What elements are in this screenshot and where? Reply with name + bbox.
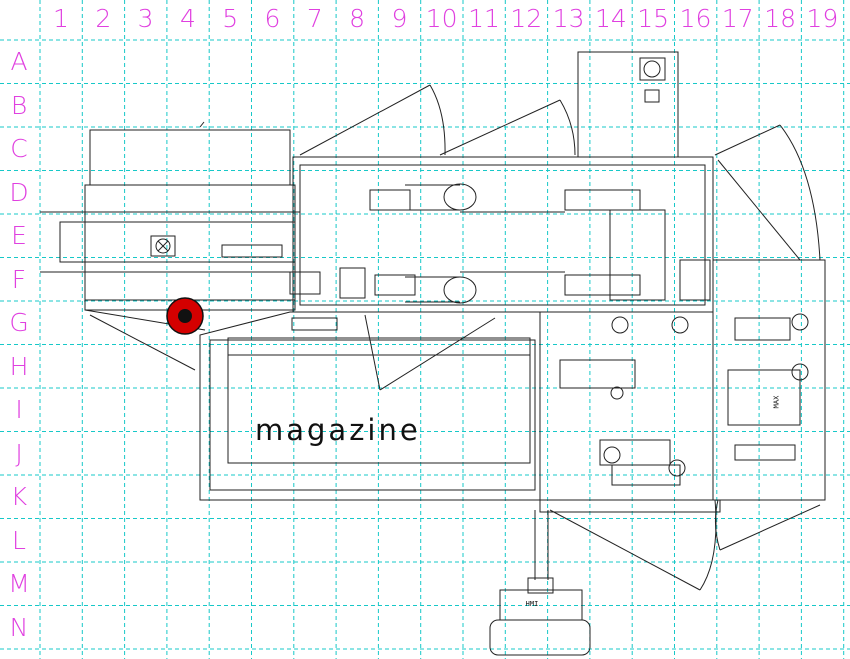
row-label: F — [11, 264, 27, 294]
column-label: 13 — [552, 4, 585, 33]
row-label: J — [15, 438, 23, 468]
column-label: 10 — [425, 4, 458, 33]
column-label: 6 — [264, 4, 281, 33]
column-label: 9 — [391, 4, 408, 33]
column-label: 8 — [349, 4, 366, 33]
motors — [559, 313, 809, 486]
column-label: 15 — [637, 4, 670, 33]
column-label: 17 — [721, 4, 754, 33]
column-label: 1 — [53, 4, 69, 33]
column-label: 3 — [137, 4, 154, 33]
column-label: 2 — [95, 4, 112, 33]
bottom-doors — [539, 499, 821, 591]
fan-icon — [150, 235, 176, 257]
row-label: M — [8, 569, 30, 598]
row-label: B — [10, 90, 28, 120]
column-label: 18 — [764, 4, 796, 33]
emergency-stop-icon[interactable] — [165, 296, 205, 336]
magazine-label: magazine — [255, 413, 421, 447]
hmi-label: HMI — [525, 600, 539, 608]
magazine — [209, 314, 536, 491]
row-label: A — [10, 47, 28, 76]
column-label: 11 — [468, 4, 500, 33]
column-label: 7 — [306, 4, 323, 33]
column-label: 14 — [594, 4, 627, 33]
row-label: E — [11, 221, 27, 250]
main-frame — [84, 156, 714, 501]
column-label: 5 — [222, 4, 239, 33]
row-label: I — [15, 395, 23, 424]
column-label: 12 — [510, 4, 543, 33]
row-label: L — [12, 525, 26, 555]
belt-units — [289, 183, 711, 304]
column-label: 19 — [806, 4, 839, 33]
row-label: G — [9, 308, 29, 337]
row-label: C — [10, 134, 28, 163]
column-label: 4 — [179, 4, 196, 33]
hmi-station — [489, 510, 591, 656]
row-label: K — [10, 482, 28, 511]
right-doors — [712, 124, 826, 501]
top-doors — [299, 51, 679, 158]
column-label: 16 — [679, 4, 712, 33]
max-label: MAX — [772, 395, 781, 409]
infeed-conveyor — [40, 121, 300, 311]
row-label: D — [9, 177, 29, 207]
row-label: H — [9, 351, 29, 381]
row-label: N — [9, 612, 29, 642]
